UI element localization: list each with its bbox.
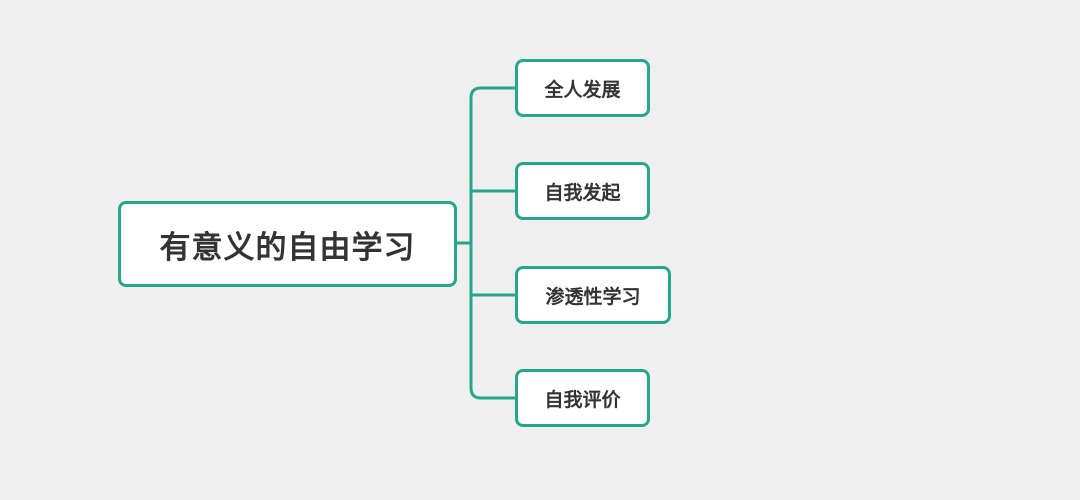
root-topic[interactable]: 有意义的自由学习 (118, 201, 457, 287)
connector-group (455, 86, 517, 400)
branch-topic-self-evaluation[interactable]: 自我评价 (515, 369, 650, 427)
trunk-line (469, 86, 517, 400)
branch-topic-label: 自我发起 (544, 181, 621, 204)
branch-topic-label: 自我评价 (544, 388, 621, 411)
branch-topic-label: 全人发展 (544, 78, 621, 101)
root-topic-label: 有意义的自由学习 (159, 229, 416, 266)
branch-topic-self-initiated[interactable]: 自我发起 (515, 162, 650, 220)
branch-topic-whole-person-development[interactable]: 全人发展 (515, 59, 650, 117)
branch-topic-label: 渗透性学习 (545, 285, 641, 308)
branch-topic-pervasive-learning[interactable]: 渗透性学习 (515, 266, 671, 324)
